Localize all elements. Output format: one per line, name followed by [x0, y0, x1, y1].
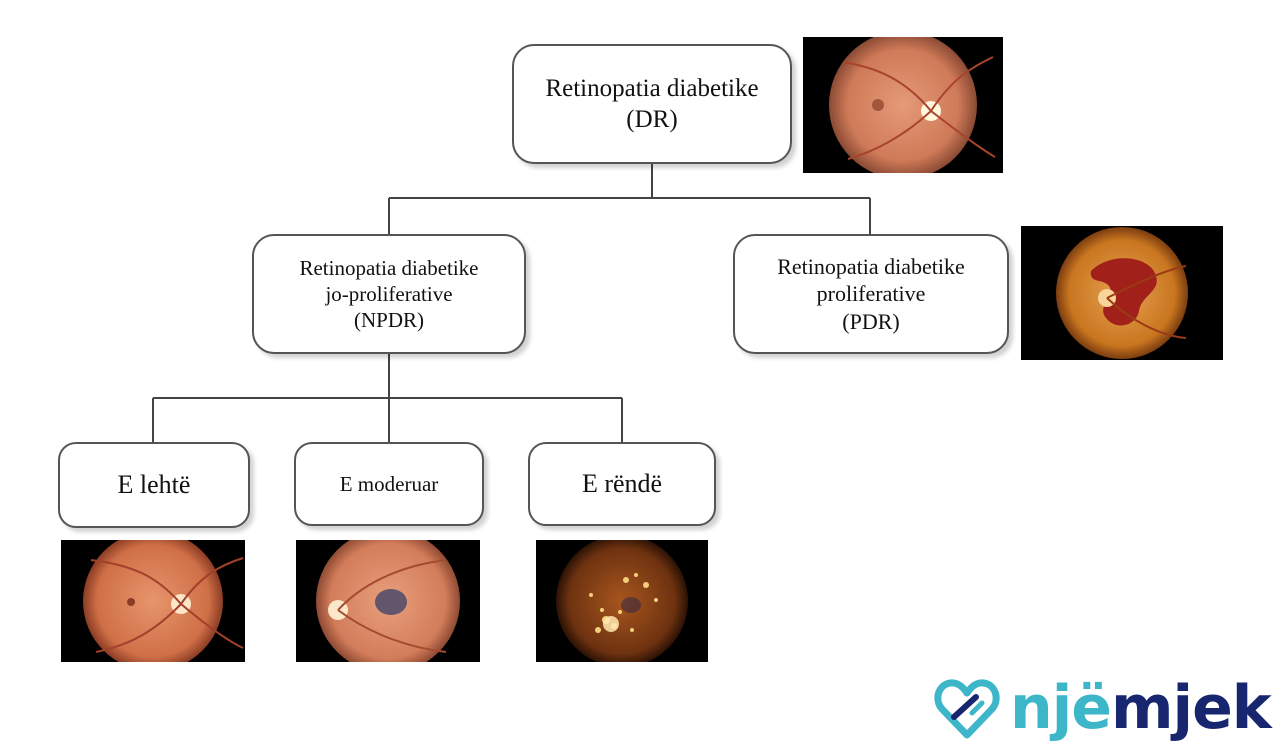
logo-text-part2: mjek [1110, 673, 1272, 743]
node-mild-label: E lehtë [117, 469, 191, 499]
node-dr-line2: (DR) [626, 106, 678, 133]
node-npdr-line2: jo-proliferative [325, 281, 453, 306]
node-pdr-line3: (PDR) [842, 308, 900, 334]
fundus-image-moderate [296, 540, 480, 662]
logo-wordmark: njëmjek [1010, 678, 1272, 738]
fundus-image-pdr [1021, 226, 1223, 360]
node-severe-label: E rëndë [581, 468, 663, 498]
njemjek-logo: njëmjek [932, 670, 1272, 746]
node-mild: E lehtë [58, 442, 250, 528]
node-pdr-line1: Retinopatia diabetike [777, 253, 965, 279]
node-severe: E rëndë [528, 442, 716, 526]
node-dr-line1: Retinopatia diabetike [545, 74, 759, 102]
node-dr: Retinopatia diabetike (DR) [512, 44, 792, 164]
node-npdr-line3: (NPDR) [353, 308, 424, 333]
fundus-image-severe [536, 540, 708, 662]
heart-stethoscope-icon [934, 679, 1000, 739]
logo-text-part1: një [1010, 673, 1112, 743]
fundus-image-mild [61, 540, 245, 662]
node-npdr-line1: Retinopatia diabetike [299, 255, 479, 280]
node-moderate: E moderuar [294, 442, 484, 526]
fundus-image-dr [803, 37, 1003, 173]
node-pdr: Retinopatia diabetike proliferative (PDR… [733, 234, 1009, 354]
node-pdr-line2: proliferative [816, 281, 926, 307]
node-moderate-label: E moderuar [339, 471, 439, 496]
node-npdr: Retinopatia diabetike jo-proliferative (… [252, 234, 526, 354]
